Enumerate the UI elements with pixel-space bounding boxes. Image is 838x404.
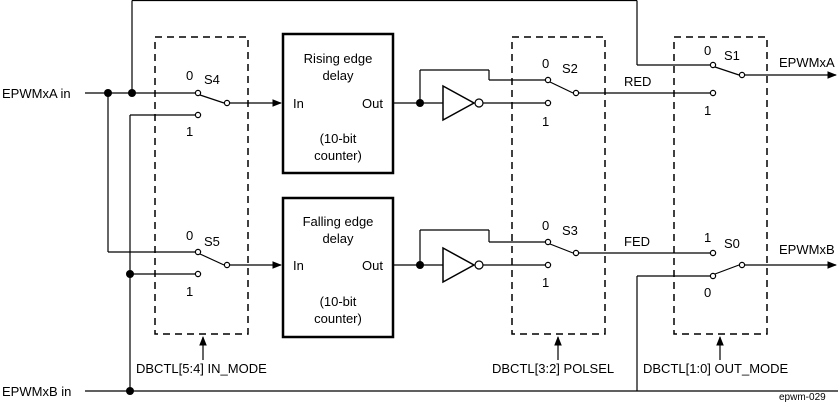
rising-title-line1: Rising edge (304, 51, 373, 66)
falling-path (393, 229, 546, 284)
falling-out-label: Out (362, 258, 383, 273)
out-mode-control-label: DBCTL[1:0] OUT_MODE (643, 361, 789, 376)
s1-bottom-label: 1 (704, 103, 711, 118)
switch-s5 (194, 248, 282, 278)
switch-s4 (194, 89, 282, 119)
switch-s1 (709, 61, 837, 97)
s5-bottom-label: 1 (186, 284, 193, 299)
in-mode-switch-group (154, 36, 249, 335)
polsel-switch-group (511, 36, 606, 335)
rising-path (393, 69, 546, 122)
rising-counter-line1: (10-bit (320, 131, 357, 146)
red-signal-label: RED (624, 74, 651, 89)
switch-s3 (544, 238, 710, 269)
s3-name: S3 (562, 223, 578, 238)
s4-top-label: 0 (186, 68, 193, 83)
falling-counter-line1: (10-bit (320, 294, 357, 309)
rising-in-label: In (293, 96, 304, 111)
s5-top-label: 0 (186, 228, 193, 243)
s3-bottom-label: 1 (542, 275, 549, 290)
falling-edge-delay-block (281, 196, 395, 339)
epwmxa-in-label: EPWMxA in (2, 86, 71, 101)
out-mode-switch-group (673, 36, 768, 335)
inverter-falling (442, 246, 476, 284)
switch-s0 (709, 249, 837, 280)
s0-name: S0 (724, 236, 740, 251)
figure-id-label: epwm-029 (779, 392, 826, 403)
falling-title-line1: Falling edge (303, 214, 374, 229)
s4-name: S4 (204, 72, 220, 87)
rising-counter-line2: counter) (314, 148, 362, 163)
falling-counter-line2: counter) (314, 311, 362, 326)
falling-in-label: In (293, 258, 304, 273)
s2-top-label: 0 (542, 56, 549, 71)
input-wiring (85, 0, 838, 395)
s4-bottom-label: 1 (186, 124, 193, 139)
s0-bottom-label: 0 (704, 285, 711, 300)
inverter-rising (442, 84, 476, 122)
rising-edge-delay-block (281, 32, 395, 175)
s1-top-label: 0 (704, 43, 711, 58)
switch-s2 (544, 76, 710, 107)
rising-title-line2: delay (322, 68, 354, 83)
epwmxb-in-label: EPWMxB in (2, 384, 71, 399)
s3-top-label: 0 (542, 218, 549, 233)
s2-name: S2 (562, 61, 578, 76)
s5-name: S5 (204, 234, 220, 249)
s1-name: S1 (724, 48, 740, 63)
s2-bottom-label: 1 (542, 114, 549, 129)
rising-out-label: Out (362, 96, 383, 111)
fed-signal-label: FED (624, 234, 650, 249)
epwmxa-out-label: EPWMxA (779, 55, 835, 70)
polsel-control-label: DBCTL[3:2] POLSEL (492, 361, 614, 376)
s0-top-label: 1 (704, 230, 711, 245)
falling-title-line2: delay (322, 231, 354, 246)
epwmxb-out-label: EPWMxB (779, 242, 835, 257)
in-mode-control-label: DBCTL[5:4] IN_MODE (136, 361, 267, 376)
